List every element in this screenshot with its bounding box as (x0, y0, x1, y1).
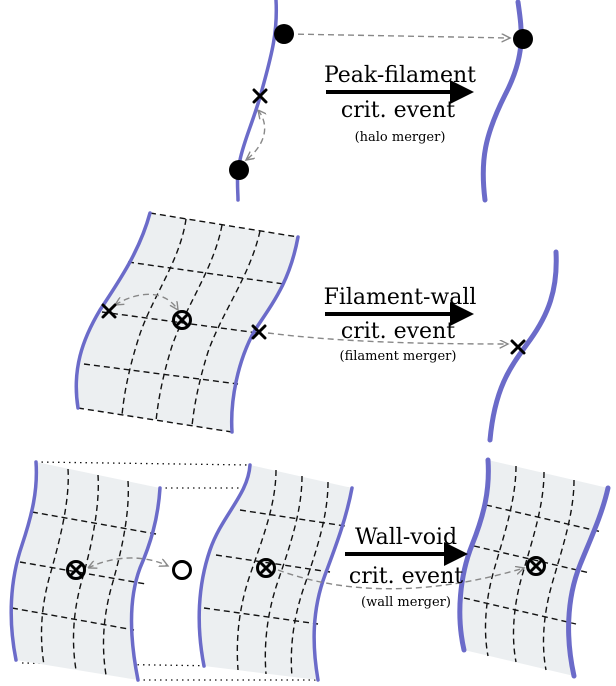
event-subtitle: crit. event (341, 319, 455, 344)
event-note: (filament merger) (340, 349, 457, 364)
cross-marker (252, 88, 268, 104)
wall-edge-right (312, 486, 354, 682)
wall-sheet (76, 213, 298, 432)
wall-edge-left (74, 211, 152, 410)
saddle-move-arrow (267, 332, 508, 344)
row-filament-wall: Filament-wall crit. event (filament merg… (74, 211, 559, 443)
circled-cross-marker (66, 560, 86, 580)
filament-after (487, 249, 559, 443)
circled-cross-marker (526, 556, 546, 576)
event-title: Filament-wall (324, 285, 477, 310)
circled-cross-marker (172, 310, 192, 330)
saddle-move-arrow (277, 568, 524, 590)
peak-marker (513, 29, 533, 49)
wall-edge-left (9, 460, 39, 662)
peak-marker (274, 24, 294, 44)
row-peak-filament: Peak-filament crit. event (halo merger) (229, 0, 533, 203)
wall-grid (463, 465, 603, 671)
circled-cross-marker (256, 558, 276, 578)
wall-grid (203, 469, 346, 678)
event-subtitle: crit. event (341, 98, 455, 123)
event-title: Peak-filament (324, 63, 476, 88)
event-subtitle: crit. event (349, 564, 463, 589)
filament-after (480, 0, 524, 203)
wall-merger-arrow (88, 557, 168, 568)
peak-marker (229, 160, 249, 180)
cross-marker (101, 303, 526, 355)
event-note: (wall merger) (361, 595, 451, 610)
wall-edge-left (197, 463, 252, 668)
open-circle-marker (172, 560, 192, 580)
filament-merger-arrow (115, 293, 178, 310)
event-title: Wall-void (355, 525, 457, 550)
event-note: (halo merger) (355, 130, 446, 145)
row-wall-void: Wall-void crit. event (wall merger) (9, 457, 611, 682)
halo-merger-arrow (246, 110, 265, 160)
void-box (35, 461, 251, 466)
wall-edge-right (566, 485, 611, 679)
wall-edge-left (457, 457, 491, 653)
wall-grid (77, 212, 299, 433)
peak-move-arrow (287, 33, 510, 38)
